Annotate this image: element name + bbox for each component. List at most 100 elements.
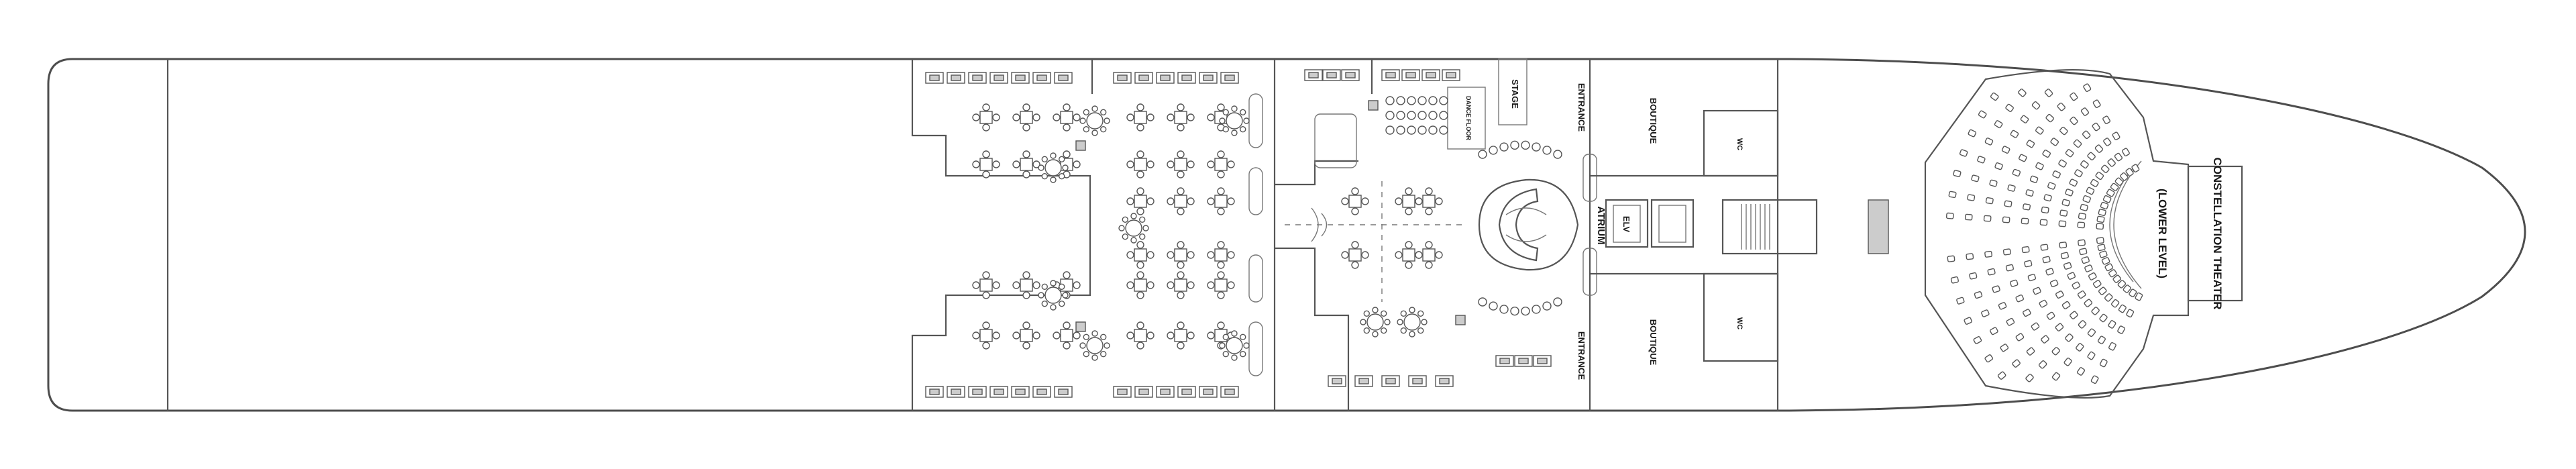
chair-icon (1177, 207, 1185, 215)
chair-icon (1227, 160, 1235, 168)
theater-seat-icon (2108, 320, 2116, 329)
theater-seat-icon (2090, 178, 2099, 187)
booth-table-icon (1138, 74, 1149, 81)
theater-seat-icon (2111, 299, 2120, 308)
table-icon (1060, 111, 1073, 124)
chair-icon (1118, 225, 1125, 231)
table-icon (1060, 329, 1073, 342)
theater-seat-icon (2049, 279, 2059, 288)
theater-seat-icon (2001, 146, 2010, 154)
chair-icon (1167, 113, 1175, 121)
chair-icon (982, 123, 990, 132)
theater-seat-icon (2101, 257, 2110, 265)
theater-seat-icon (2080, 160, 2089, 169)
chair-icon (1104, 342, 1110, 349)
theater-seat-icon (2103, 138, 2112, 146)
chair-icon (1435, 251, 1443, 259)
booth-table-icon (1181, 74, 1192, 81)
chair-icon (1139, 233, 1146, 240)
table-icon (1348, 195, 1362, 208)
table-icon (1020, 158, 1033, 171)
chair-icon (1053, 331, 1061, 340)
booth-table-icon (1203, 388, 1214, 395)
chair-icon (1059, 283, 1065, 290)
chair-icon (1126, 160, 1134, 168)
theater-seat-icon (2061, 301, 2071, 309)
chair-icon (1177, 170, 1185, 178)
chair-icon (1142, 225, 1149, 231)
theater-seat-icon (2114, 152, 2123, 162)
chair-icon (1059, 301, 1065, 307)
chair-icon (1231, 354, 1238, 361)
chair-icon (1100, 351, 1107, 358)
chair-icon (1177, 321, 1185, 329)
lounge-chair-icon (1396, 125, 1405, 135)
theater-seat-icon (2104, 263, 2114, 272)
chair-icon (1177, 187, 1185, 195)
theater-seat-icon (2038, 360, 2047, 369)
theater-seat-icon (2118, 304, 2127, 313)
theater-seat-icon (2052, 170, 2061, 178)
chair-icon (1062, 292, 1069, 299)
chair-icon (1177, 150, 1185, 158)
table-icon (1402, 195, 1415, 208)
chair-icon (1177, 123, 1185, 132)
theater-seat-icon (2129, 289, 2137, 298)
chair-icon (1167, 251, 1175, 259)
chair-icon (1425, 261, 1433, 269)
lounge-chair-icon (1553, 297, 1562, 307)
theater-seat-icon (2055, 323, 2064, 331)
wc-port-label: WC (1735, 138, 1743, 150)
theater-seat-icon (2059, 126, 2068, 136)
theater-seat-icon (1978, 110, 1987, 119)
round-table-icon (1044, 159, 1062, 176)
booth-table-icon (1058, 388, 1069, 395)
theater-seat-icon (2104, 293, 2113, 302)
theater-seat-icon (2069, 178, 2078, 187)
chair-icon (992, 281, 1000, 289)
table-icon (1174, 248, 1187, 262)
theater-seat-icon (1966, 253, 1974, 260)
table-icon (979, 111, 993, 124)
lounge-chair-icon (1396, 96, 1405, 105)
booth-table-icon (1439, 378, 1450, 384)
theater-seat-icon (2117, 280, 2127, 289)
theater-seat-icon (1987, 268, 1996, 276)
table-icon (1422, 195, 1436, 208)
theater-seat-icon (2051, 347, 2061, 356)
theater-seat-icon (2027, 274, 2037, 282)
stage-label: STAGE (1510, 79, 1520, 109)
theater-seat-icon (2005, 103, 2014, 112)
chair-icon (1126, 281, 1134, 289)
chair-icon (1425, 187, 1433, 195)
atrium-label: ATRIUM (1595, 206, 1607, 244)
theater-seat-icon (2090, 375, 2099, 384)
lounge-chair-icon (1499, 305, 1509, 314)
table-icon (1134, 329, 1147, 342)
theater-seat-icon (2099, 313, 2108, 323)
chair-icon (1032, 160, 1040, 168)
chair-icon (1122, 216, 1128, 223)
chair-icon (1083, 351, 1089, 358)
chair-icon (1091, 354, 1098, 361)
chair-icon (1425, 241, 1433, 249)
round-table-icon (1086, 337, 1104, 354)
chair-icon (1351, 261, 1359, 269)
theater-seat-icon (2099, 250, 2108, 258)
theater-seat-icon (1990, 92, 1999, 101)
chair-icon (1363, 327, 1370, 334)
table-icon (1174, 195, 1187, 208)
lounge-chair-icon (1417, 125, 1427, 135)
chair-icon (1177, 271, 1185, 279)
chair-icon (1243, 342, 1250, 349)
chair-icon (1073, 113, 1081, 121)
theater-seat-icon (2015, 333, 2025, 342)
chair-icon (1435, 197, 1443, 205)
mid-lounge (1275, 58, 1562, 411)
theater-seat-icon (2010, 129, 2019, 138)
chair-icon (1207, 251, 1215, 259)
theater-seat-icon (2002, 216, 2010, 223)
theater-seat-icon (1967, 194, 1976, 201)
theater-seat-icon (2012, 359, 2021, 368)
lounge-chair-icon (1407, 96, 1416, 105)
